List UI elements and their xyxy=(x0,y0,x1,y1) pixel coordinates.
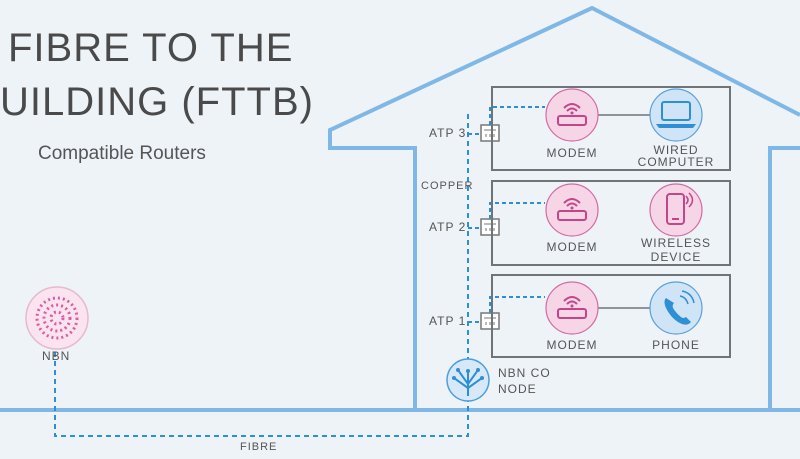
modem-label-floor-1: MODEM xyxy=(546,338,598,352)
room-floor-2 xyxy=(491,180,731,266)
fibre-node-icon xyxy=(446,358,490,402)
nbn-label: NBN xyxy=(42,349,71,363)
diagram-subtitle: Compatible Routers xyxy=(38,143,206,164)
room-floor-3 xyxy=(491,86,731,171)
floor-3 xyxy=(480,88,703,142)
atp-1-label: ATP 1 xyxy=(429,314,467,328)
floor-2 xyxy=(480,183,703,237)
fibre-cable xyxy=(54,352,469,437)
modem-icon xyxy=(545,88,599,142)
fibre-label: FIBRE xyxy=(240,441,278,453)
atp-3-label: ATP 3 xyxy=(429,126,467,140)
copper-label: COPPER xyxy=(421,180,474,192)
house-right-wall xyxy=(768,146,800,410)
diagram-title-line-2: UILDING (FTTB) xyxy=(0,80,314,124)
floor-1 xyxy=(480,281,703,335)
mobile-phone-icon xyxy=(649,183,703,237)
device-label-floor-2-line-2: DEVICE xyxy=(650,250,702,264)
device-label-floor-2-line-1: WIRELESS xyxy=(640,236,711,250)
node-label-line-2: NODE xyxy=(498,382,537,396)
device-label-floor-1: PHONE xyxy=(652,338,700,352)
atp-2-label: ATP 2 xyxy=(429,220,467,234)
room-floor-1 xyxy=(491,274,731,358)
modem-icon xyxy=(545,281,599,335)
device-label-floor-3-line-1: WIRED xyxy=(653,143,699,157)
node-label-line-1: NBN CO xyxy=(498,366,551,380)
diagram-title-line-1: FIBRE TO THE xyxy=(8,26,294,70)
telephone-icon xyxy=(649,281,703,335)
nbn-icon xyxy=(25,286,89,350)
house-outline xyxy=(328,5,800,410)
modem-label-floor-3: MODEM xyxy=(546,146,598,160)
laptop-icon xyxy=(649,88,703,142)
device-label-floor-3-line-2: COMPUTER xyxy=(637,155,715,169)
modem-label-floor-2: MODEM xyxy=(546,240,598,254)
modem-icon xyxy=(545,183,599,237)
